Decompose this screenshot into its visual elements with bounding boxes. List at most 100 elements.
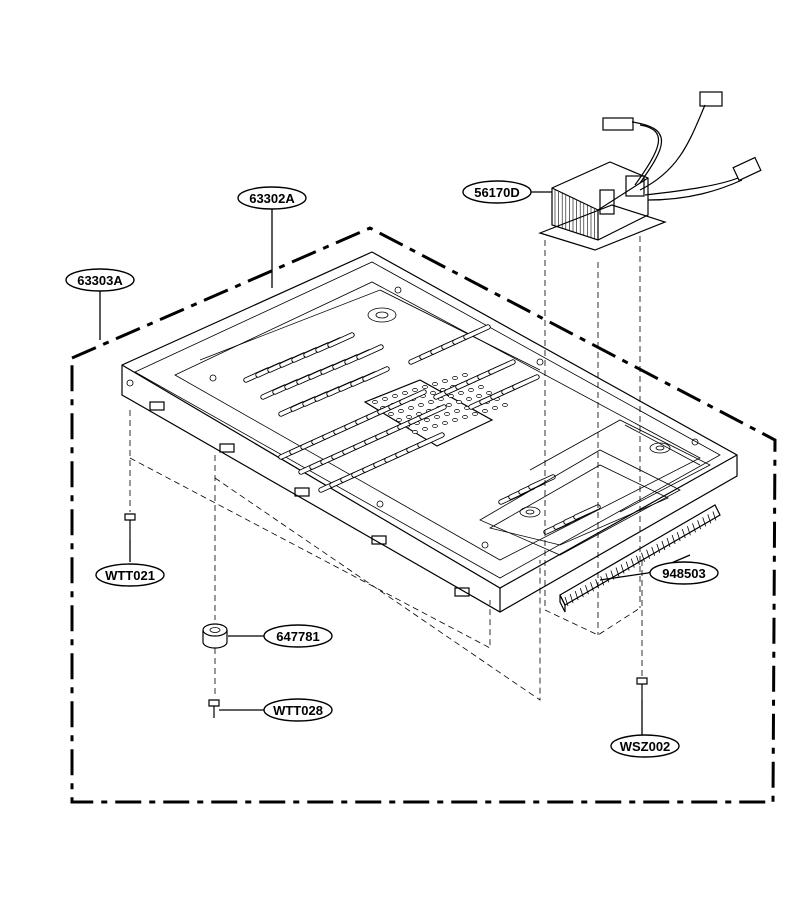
part-number: 948503 [662,566,705,581]
gasket-rib [595,579,599,589]
mesh-hole [396,418,402,422]
mesh-hole [424,418,430,422]
vent-slots [243,324,601,535]
gasket-rib [569,593,574,604]
part-number: 63302A [249,191,295,206]
vent-slot [327,332,355,348]
gasket-rib [651,546,656,556]
mesh-hole [472,412,478,416]
gasket-rib [620,564,625,574]
mesh-hole [412,388,418,392]
mesh-hole [478,385,484,389]
vent-slot [362,366,390,382]
vent-slot [463,324,491,340]
mesh-hole [432,382,438,386]
part-number: 647781 [276,629,319,644]
screw-wsz002 [636,677,648,700]
label-WTT028: WTT028 [263,698,333,722]
gasket-rib [697,520,701,530]
gasket-rib [676,531,681,542]
vent-slot [356,344,384,360]
transformer [538,91,762,251]
assembly-boundary [70,226,777,804]
label-56170D: 56170D [462,180,532,204]
mesh-hole [432,424,438,428]
mesh-hole [430,391,436,395]
mesh-hole [418,403,424,407]
gasket-rib [590,582,594,592]
vent-slot [419,404,447,420]
mesh-hole [482,409,488,413]
mesh-hole [408,406,414,410]
mesh-hole [372,400,378,404]
mesh-hole [442,421,448,425]
vent-slot [417,432,445,448]
mesh-hole [448,394,454,398]
mesh-hole [412,430,418,434]
mesh-hole [382,397,388,401]
gasket-rib [707,514,712,524]
gasket-rib [641,552,645,562]
mesh-hole [428,400,434,404]
screw-wtt021 [124,513,136,540]
vent-slot [488,359,516,375]
gasket-rib [712,511,717,521]
label-63302A: 63302A [237,186,307,210]
mesh-hole [452,418,458,422]
gasket-rib [692,523,696,533]
mesh-hole [458,391,464,395]
part-number: WTT021 [105,568,155,583]
mesh-hole [442,379,448,383]
vent-slot [512,374,540,390]
vent-slot [528,474,556,490]
mesh-hole [462,415,468,419]
base-plate [121,251,738,613]
mesh-hole [444,412,450,416]
mesh-hole [422,427,428,431]
mesh-hole [392,394,398,398]
mesh-hole [492,406,498,410]
mesh-hole [468,388,474,392]
gasket-rib [636,555,640,565]
gasket-rib [666,537,671,548]
gasket-rib [600,576,605,586]
gasket-rib [574,590,579,601]
part-number: WTT028 [273,703,323,718]
gasket-rib [687,526,691,536]
mesh-hole [454,409,460,413]
part-number: 56170D [474,185,520,200]
vent-slot [399,389,427,405]
gasket-rib [579,588,584,598]
label-647781: 647781 [263,624,333,648]
gasket-rib [661,540,666,551]
part-number: WSZ002 [620,739,671,754]
label-948503: 948503 [649,561,719,585]
gasket-rib [671,534,676,545]
mesh-hole [398,409,404,413]
mesh-hole [502,403,508,407]
gasket-rib [615,567,620,577]
gasket-rib [702,517,707,527]
gasket-strip [559,504,721,613]
gasket-rib [605,573,610,583]
transformer-laminations [554,190,595,240]
screw-wtt028 [208,699,220,718]
mesh-hole [456,400,462,404]
mesh-hole [388,412,394,416]
gasket-rib [625,561,630,571]
mesh-hole [434,415,440,419]
mesh-hole [466,397,472,401]
mesh-hole [422,385,428,389]
gasket-rib [564,596,569,607]
mesh-hole [476,394,482,398]
gasket-rib [681,529,686,539]
gasket-rib [630,558,635,568]
label-WTT021: WTT021 [95,563,165,587]
rubber-foot [202,623,228,649]
mesh-hole [402,391,408,395]
label-WSZ002: WSZ002 [610,734,680,758]
label-63303A: 63303A [65,268,135,292]
mesh-hole [462,373,468,377]
